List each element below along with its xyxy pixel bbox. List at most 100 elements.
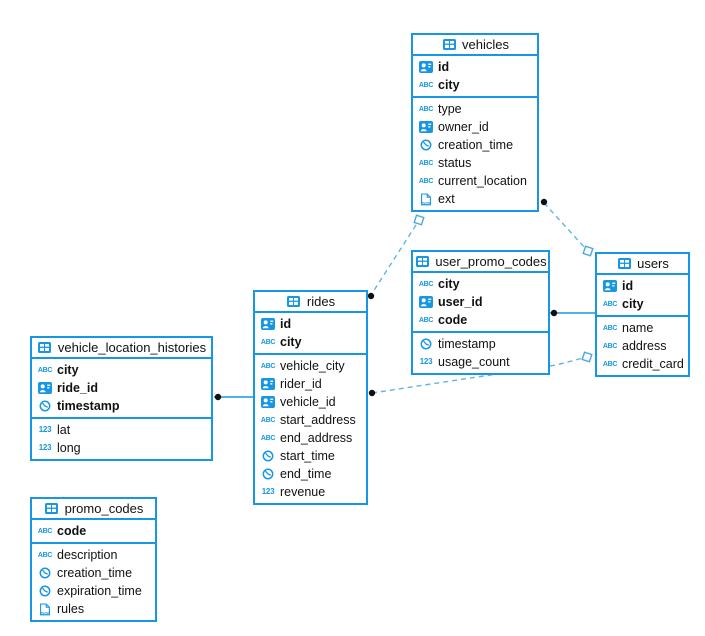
field-name: id bbox=[438, 59, 450, 74]
text-icon: ABC bbox=[260, 416, 276, 424]
table-header[interactable]: user_promo_codes bbox=[413, 252, 548, 273]
fields-section: ABC description creation_time expiration_… bbox=[32, 542, 155, 620]
dot-marker bbox=[550, 309, 558, 317]
time-icon bbox=[37, 585, 53, 597]
table-vehicle_location_histories[interactable]: vehicle_location_histories ABC city ride_… bbox=[30, 336, 213, 461]
field-name: rules bbox=[57, 601, 85, 616]
field-name: status bbox=[438, 155, 472, 170]
field-name: user_id bbox=[438, 294, 483, 309]
table-header[interactable]: vehicle_location_histories bbox=[32, 338, 211, 359]
field-name: vehicle_city bbox=[280, 358, 345, 373]
table-promo_codes[interactable]: promo_codes ABC code ABC description creat… bbox=[30, 497, 157, 622]
table-header[interactable]: promo_codes bbox=[32, 499, 155, 520]
field-name: id bbox=[622, 278, 634, 293]
field-row: end_time bbox=[255, 465, 366, 483]
field-row: rider_id bbox=[255, 375, 366, 393]
field-name: ext bbox=[438, 191, 455, 206]
field-name: type bbox=[438, 101, 462, 116]
field-name: lat bbox=[57, 422, 71, 437]
number-icon: 123 bbox=[38, 425, 52, 434]
number-icon: 123 bbox=[261, 487, 275, 496]
text-icon: ABC bbox=[37, 527, 53, 535]
field-name: name bbox=[622, 320, 654, 335]
dot-marker bbox=[367, 292, 375, 300]
number-icon: 123 bbox=[38, 443, 52, 452]
text-icon: ABC bbox=[260, 434, 276, 442]
field-row: ABC city bbox=[32, 361, 211, 379]
time-icon bbox=[37, 567, 53, 579]
field-row: rules bbox=[32, 600, 155, 618]
table-icon bbox=[37, 342, 53, 353]
text-icon: ABC bbox=[260, 338, 276, 346]
field-name: id bbox=[280, 316, 292, 331]
field-name: description bbox=[57, 547, 118, 562]
text-icon: ABC bbox=[418, 81, 434, 89]
json-icon bbox=[37, 603, 53, 616]
field-name: owner_id bbox=[438, 119, 489, 134]
table-icon bbox=[414, 256, 430, 267]
field-row: ride_id bbox=[32, 379, 211, 397]
field-row: owner_id bbox=[413, 118, 537, 136]
field-row: vehicle_id bbox=[255, 393, 366, 411]
table-title: promo_codes bbox=[64, 501, 144, 516]
field-row: ABC end_address bbox=[255, 429, 366, 447]
field-name: code bbox=[57, 523, 87, 538]
field-row: 123 usage_count bbox=[413, 353, 548, 371]
field-name: city bbox=[57, 362, 79, 377]
field-name: end_time bbox=[280, 466, 332, 481]
id-icon bbox=[260, 378, 276, 390]
text-icon: ABC bbox=[260, 362, 276, 370]
field-row: creation_time bbox=[413, 136, 537, 154]
table-header[interactable]: vehicles bbox=[413, 35, 537, 56]
text-icon: ABC bbox=[418, 280, 434, 288]
field-name: creation_time bbox=[438, 137, 514, 152]
table-header[interactable]: rides bbox=[255, 292, 366, 313]
text-icon: ABC bbox=[37, 366, 53, 374]
field-name: creation_time bbox=[57, 565, 133, 580]
primary-key-section: ABC code bbox=[32, 520, 155, 542]
field-name: usage_count bbox=[438, 354, 510, 369]
text-icon: ABC bbox=[418, 177, 434, 185]
field-name: vehicle_id bbox=[280, 394, 336, 409]
square-marker bbox=[413, 214, 425, 226]
table-header[interactable]: users bbox=[597, 254, 688, 275]
field-row: id bbox=[597, 277, 688, 295]
table-icon bbox=[286, 296, 302, 307]
field-row: expiration_time bbox=[32, 582, 155, 600]
table-title: rides bbox=[306, 294, 336, 309]
number-icon: 123 bbox=[419, 357, 433, 366]
time-icon bbox=[260, 450, 276, 462]
time-icon bbox=[37, 400, 53, 412]
table-title: users bbox=[637, 256, 669, 271]
field-row: start_time bbox=[255, 447, 366, 465]
text-icon: ABC bbox=[602, 360, 618, 368]
field-name: end_address bbox=[280, 430, 353, 445]
field-row: ABC code bbox=[32, 522, 155, 540]
text-icon: ABC bbox=[37, 551, 53, 559]
text-icon: ABC bbox=[418, 105, 434, 113]
field-name: ride_id bbox=[57, 380, 98, 395]
field-name: start_time bbox=[280, 448, 335, 463]
field-name: code bbox=[438, 312, 468, 327]
relationship-vehicles-users bbox=[540, 198, 594, 257]
table-title: vehicles bbox=[462, 37, 509, 52]
